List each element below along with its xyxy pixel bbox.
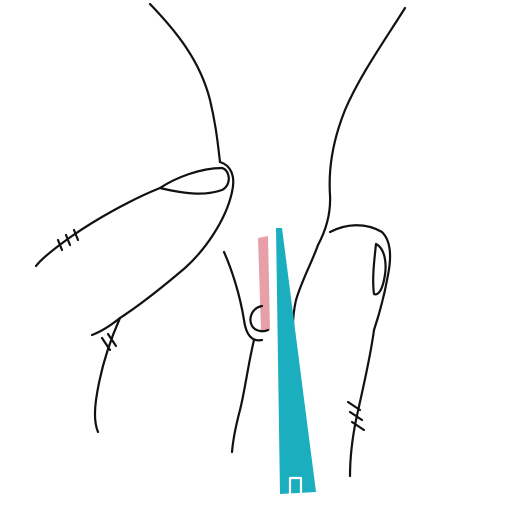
right-hand-outline bbox=[318, 8, 405, 245]
left-hand-bottom bbox=[232, 340, 254, 452]
right-thumb-outline bbox=[330, 225, 390, 330]
pull-strip bbox=[276, 228, 316, 512]
left-knuckle-lines bbox=[58, 230, 78, 250]
strip-shadow bbox=[258, 236, 270, 332]
left-hand bbox=[36, 4, 268, 452]
right-palm-lower bbox=[350, 330, 374, 476]
right-thumb-nail bbox=[373, 244, 385, 294]
right-finger-front bbox=[293, 245, 318, 350]
left-wrist-crease bbox=[102, 334, 116, 350]
left-thumb-upper bbox=[36, 188, 160, 266]
right-knuckle-lines bbox=[348, 402, 364, 430]
strip-body bbox=[276, 228, 316, 494]
left-hand-outline bbox=[150, 4, 220, 162]
left-index-finger bbox=[224, 252, 262, 340]
left-thumb-nail bbox=[160, 168, 229, 194]
right-hand bbox=[293, 8, 405, 476]
